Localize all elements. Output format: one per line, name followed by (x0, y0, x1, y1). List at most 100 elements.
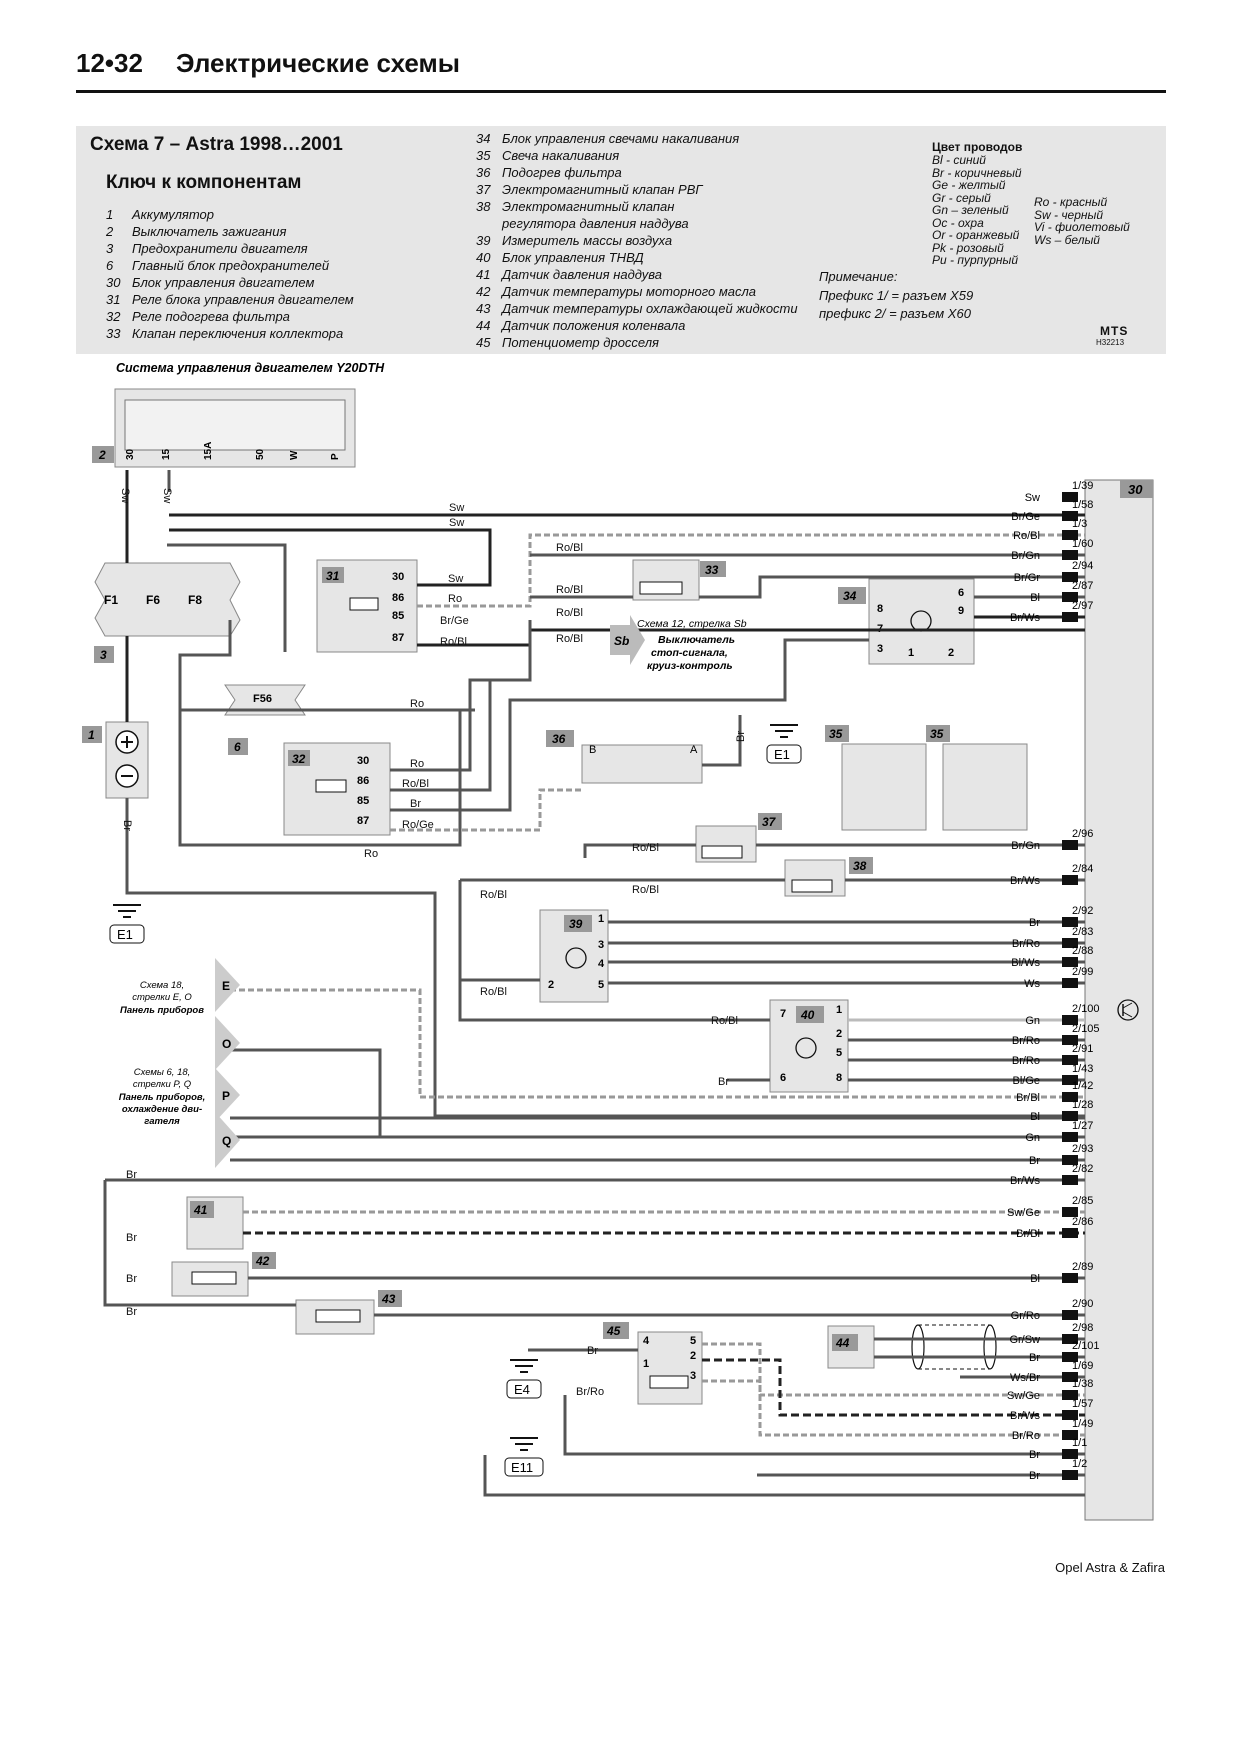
ecu-wire-color: Br (1029, 1155, 1040, 1167)
drawing-code: H32213 (1096, 338, 1125, 347)
coolant-temp-sensor-43: 43 (295, 1290, 402, 1335)
ecu-wire-color: Gr/Ro (1011, 1310, 1040, 1322)
ecu-pin-number: 2/100 (1072, 1003, 1100, 1015)
c39-pin-3: 3 (598, 939, 604, 951)
component-label: Предохранители двигателя (132, 241, 308, 256)
component-list-item: 2 Выключатель зажигания (106, 223, 354, 240)
ecu-wire-color: Gr/Sw (1009, 1334, 1040, 1346)
ecu-pin-number: 1/49 (1072, 1418, 1093, 1430)
component-label: Датчик температуры моторного масла (502, 284, 757, 299)
note-item: префикс 2/ = разъем X60 (819, 306, 971, 321)
c40-pin-7: 7 (780, 1008, 786, 1020)
component-number: 2 (106, 224, 114, 239)
c34-pin-8: 8 (877, 603, 883, 615)
pump-control-40: 40 7 6 1 2 5 8 (769, 999, 849, 1093)
ecu-pin-number: 2/97 (1072, 600, 1093, 612)
ecu-pin-number: 2/105 (1072, 1023, 1100, 1035)
wire-label: Ro/Bl (440, 636, 467, 648)
component-label: Блок управления двигателем (132, 275, 315, 290)
page-number: 12•32 (76, 48, 143, 78)
tag-45: 45 (606, 1324, 621, 1338)
ecu-pin-connector (1062, 1055, 1078, 1065)
ground-e11: E11 (511, 1460, 533, 1475)
sb-ref-line3: круиз-контроль (647, 660, 733, 672)
wire-color-item: Ge - желтый (932, 178, 1006, 192)
ecu-wire-color: Ws (1024, 978, 1040, 990)
ecu-pin-number: 1/60 (1072, 538, 1093, 550)
ecu-wire-color: Br (1029, 1352, 1040, 1364)
ecu-pin-connector (1062, 1390, 1078, 1400)
ecu-pin-connector (1062, 1207, 1078, 1217)
ecu-pin-number: 2/101 (1072, 1340, 1100, 1352)
component-label: Блок управления ТНВД (502, 250, 644, 265)
wire-label: Br (587, 1345, 598, 1357)
wire-color-item: Sw - черный (1034, 207, 1103, 222)
relay32-pin-87: 87 (357, 815, 369, 827)
fuse-box: F1 F6 F8 3 (94, 562, 241, 663)
ecu-transistor-icon (1117, 999, 1139, 1021)
c39-pin-2: 2 (548, 979, 554, 991)
note-title: Примечание: (819, 269, 898, 284)
ref2-bold1: Панель приборов, (119, 1092, 206, 1103)
ecu-tag (1120, 480, 1153, 498)
ref1-line2: стрелки E, O (132, 992, 192, 1003)
ecu-wire-color: Gn (1025, 1015, 1040, 1027)
wire-label: Ro/Bl (480, 986, 507, 998)
sb-ref-line2: стоп-сигнала, (651, 647, 728, 659)
c40-pin-1: 1 (836, 1004, 842, 1016)
ecu-wire-color: Ws/Br (1010, 1372, 1040, 1384)
ecu-wire-color: Br/Ro (1012, 938, 1040, 950)
ecu-pin-number: 2/86 (1072, 1216, 1093, 1228)
sb-ref-scheme: Схема 12, стрелка Sb (637, 618, 747, 630)
ecu-pin-connector (1062, 1175, 1078, 1185)
wire-color-item: Pk - розовый (932, 240, 1004, 255)
component-label: Аккумулятор (132, 207, 214, 222)
component-number: 3 (106, 241, 114, 256)
ecu-pin-connector (1062, 572, 1078, 582)
component-number: 44 (476, 318, 491, 333)
ref2-bold2: охлаждение дви- (122, 1104, 202, 1115)
wire-label: Br (718, 1076, 729, 1088)
ecu-wire-color: Br/Ro (1012, 1430, 1040, 1442)
component-label: Датчик температуры охлаждающей жидкости (502, 301, 798, 316)
tag-43: 43 (381, 1292, 396, 1306)
wiring-diagram: Система управления двигателем Y20DTH 30 … (82, 361, 1154, 1521)
wire-labels: Sw Sw Sw Sw Ro/Bl Ro/Bl Ro/Bl Ro/Bl Sw R… (119, 488, 747, 1398)
ign-term-50: 50 (255, 448, 266, 460)
ecu-pin-connector (1062, 1372, 1078, 1382)
ecu-wire-color: Br/Ge (1011, 511, 1040, 523)
ecu-pin-connector (1062, 957, 1078, 967)
wire-label-ign-sw1: Sw (119, 488, 131, 503)
ecu-wire-color: Br (1029, 917, 1040, 929)
fuse-f8: F8 (188, 593, 202, 607)
ecu-pin-number: 1/57 (1072, 1398, 1093, 1410)
component-number: 34 (476, 131, 491, 146)
tag-32: 32 (292, 752, 306, 766)
wire-color-item: Oc - охра (932, 215, 984, 230)
fuse-f56: F56 (253, 693, 272, 705)
component-label: Датчик положения коленвала (502, 318, 686, 333)
ecu-wire-color: Ro/Bl (1013, 530, 1040, 542)
ecu-pin-connector (1062, 1075, 1078, 1085)
ground-e1-b: E1 (774, 747, 790, 762)
wire-label: Ro/Bl (632, 842, 659, 854)
component-number: 30 (106, 275, 121, 290)
ecu-pin-number: 2/85 (1072, 1195, 1093, 1207)
c34-pin-1: 1 (908, 647, 914, 659)
component-label: Свеча накаливания (502, 148, 620, 163)
component-label: Выключатель зажигания (132, 224, 287, 239)
ign-term-30: 30 (125, 448, 136, 460)
ecu-wire-color: Br/Bl (1016, 1228, 1040, 1240)
component-number: 41 (476, 267, 491, 282)
wire-harness (103, 470, 1085, 1497)
ecu-pin-number: 1/28 (1072, 1099, 1093, 1111)
tag-31: 31 (326, 569, 340, 583)
wire-label: Br (126, 1306, 137, 1318)
scheme-title: Схема 7 – Astra 1998…2001 (90, 134, 343, 155)
throttle-pot-45: 45 4 1 5 2 3 (603, 1322, 703, 1405)
relay-31: 31 30 86 85 87 (316, 559, 418, 653)
component-label: Блок управления свечами накаливания (502, 131, 740, 146)
glow-control-34: 34 8 7 3 6 9 1 2 (838, 578, 975, 665)
wire-label: Ro/Bl (556, 542, 583, 554)
